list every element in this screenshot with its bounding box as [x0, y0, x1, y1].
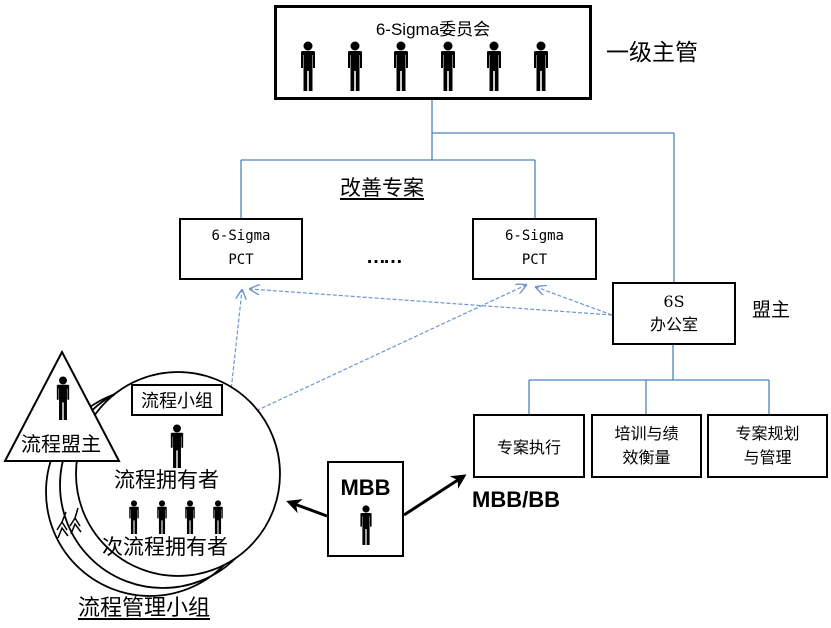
mbb-person	[329, 501, 402, 551]
mbb-label: MBB	[340, 475, 391, 500]
office-role-label: 盟主	[752, 299, 791, 321]
pct-box-2-line2: PCT	[521, 252, 548, 268]
process-team-label: 流程小组	[141, 391, 213, 412]
circle-front	[75, 371, 281, 577]
pct-box-1[interactable]: 6-Sigma PCT	[179, 218, 303, 280]
process-owner-person	[168, 424, 186, 468]
person-icon	[391, 40, 411, 96]
mbb-arrows	[286, 474, 467, 518]
person-icon	[155, 500, 169, 538]
dashed-arrow-office-to-pct-left	[250, 289, 613, 316]
person-icon	[484, 40, 504, 96]
function-2-line1: 培训与绩	[614, 424, 679, 443]
person-icon	[358, 503, 374, 551]
walker-figure-2	[69, 507, 82, 535]
process-team-label-box: 流程小组	[131, 384, 223, 416]
committee-title: 6-Sigma委员会	[375, 20, 491, 39]
committee-box: 6-Sigma委员会	[274, 5, 592, 100]
person-icon	[298, 40, 318, 96]
person-icon	[168, 424, 186, 472]
pct-ellipsis: ……	[366, 246, 403, 268]
mbb-arrow-to-project-execution	[403, 474, 467, 517]
process-management-group-label: 流程管理小组	[78, 596, 211, 621]
pct-box-1-line1: 6-Sigma	[211, 228, 271, 245]
dashed-arrows	[201, 285, 613, 437]
pct-box-2[interactable]: 6-Sigma PCT	[472, 218, 597, 280]
pct-box-1-line2: PCT	[228, 252, 254, 268]
person-icon	[531, 40, 551, 96]
process-champion-label: 流程盟主	[21, 432, 101, 456]
mbb-target-label: MBB/BB	[472, 487, 560, 512]
champion-person	[54, 376, 72, 420]
improvement-projects-label: 改善专案	[340, 176, 424, 200]
circle-walkers	[56, 507, 82, 539]
sub-owner-members	[124, 500, 236, 536]
function-3-line2: 与管理	[743, 448, 792, 467]
function-box-training[interactable]: 培训与绩 效衡量	[591, 414, 702, 478]
org-connectors	[240, 100, 770, 415]
sub-process-owner-label: 次流程拥有者	[102, 535, 228, 559]
office-line2: 办公室	[649, 314, 698, 334]
function-2-line2: 效衡量	[622, 448, 671, 467]
office-box[interactable]: 6S 办公室	[612, 282, 736, 345]
person-icon	[54, 376, 72, 424]
dashed-arrow-owner-to-pct-right	[201, 285, 526, 437]
person-icon	[127, 500, 141, 538]
person-icon	[438, 40, 458, 96]
walker-figure-1	[56, 511, 69, 539]
function-box-project-execution[interactable]: 专案执行	[473, 414, 585, 478]
function-box-planning[interactable]: 专案规划 与管理	[707, 414, 828, 478]
function-3-line1: 专案规划	[735, 424, 800, 443]
dashed-arrow-team-to-pct-left	[229, 290, 242, 401]
person-icon	[183, 500, 197, 538]
pct-box-2-line1: 6-Sigma	[504, 228, 564, 245]
person-icon	[345, 40, 365, 96]
committee-members	[277, 40, 589, 97]
process-owner-label: 流程拥有者	[114, 468, 219, 492]
mbb-arrow-to-process-group	[286, 499, 328, 518]
dashed-arrow-office-to-pct-right	[536, 287, 613, 316]
person-icon	[211, 500, 225, 538]
committee-level-label: 一级主管	[606, 40, 698, 66]
mbb-box[interactable]: MBB	[327, 461, 404, 557]
office-line1: 6S	[663, 292, 685, 312]
function-1-line1: 专案执行	[496, 438, 561, 457]
